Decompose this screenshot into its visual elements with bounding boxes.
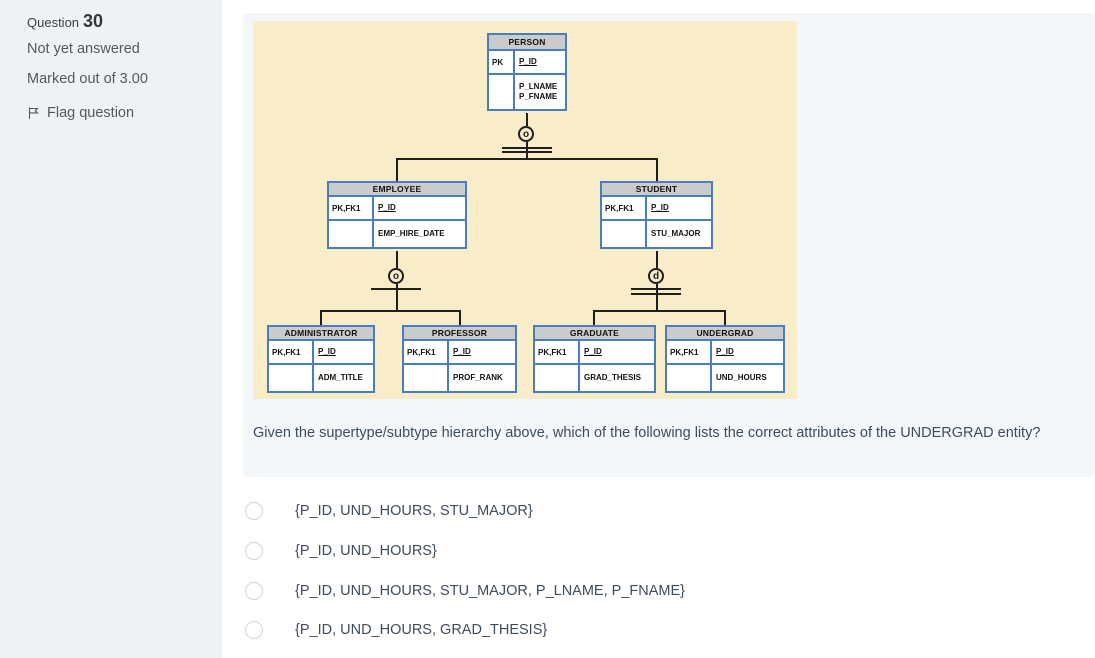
entity-student: STUDENT PK,FK1 P_ID STU_MAJOR bbox=[600, 181, 713, 249]
entity-person-pk: PK bbox=[489, 51, 515, 73]
entity-employee-key: P_ID bbox=[378, 203, 396, 212]
connector-line bbox=[320, 310, 322, 325]
entity-student-key: P_ID bbox=[651, 203, 669, 212]
entity-administrator-pk: PK,FK1 bbox=[269, 341, 314, 363]
flag-icon bbox=[28, 107, 39, 119]
connector-line bbox=[656, 158, 658, 181]
entity-employee: EMPLOYEE PK,FK1 P_ID EMP_HIRE_DATE bbox=[327, 181, 467, 249]
total-specialization-bar bbox=[502, 151, 552, 153]
overlap-symbol-person: o bbox=[518, 126, 534, 142]
question-text: Given the supertype/subtype hierarchy ab… bbox=[253, 425, 1041, 441]
overlap-symbol-employee: o bbox=[388, 268, 404, 284]
entity-professor-key: P_ID bbox=[453, 347, 471, 356]
connector-line bbox=[396, 158, 658, 160]
entity-administrator-title: ADMINISTRATOR bbox=[269, 327, 373, 341]
entity-person-key: P_ID bbox=[519, 57, 537, 66]
option-4-label[interactable]: {P_ID, UND_HOURS, GRAD_THESIS} bbox=[295, 621, 548, 638]
entity-undergrad-attr1: UND_HOURS bbox=[716, 373, 767, 382]
question-body: PERSON PK P_ID P_LNAME P_FNAME EMPLOYEE bbox=[243, 13, 1095, 477]
entity-professor-attr1: PROF_RANK bbox=[453, 373, 503, 382]
entity-undergrad: UNDERGRAD PK,FK1 P_ID UND_HOURS bbox=[665, 325, 785, 393]
question-status: Not yet answered bbox=[27, 41, 140, 57]
total-specialization-bar bbox=[502, 147, 552, 149]
entity-person-title: PERSON bbox=[489, 35, 565, 51]
option-2-label[interactable]: {P_ID, UND_HOURS} bbox=[295, 542, 437, 559]
question-label: Question bbox=[27, 15, 80, 30]
answer-option-4[interactable]: {P_ID, UND_HOURS, GRAD_THESIS} bbox=[245, 620, 547, 639]
flag-question-label: Flag question bbox=[47, 105, 135, 121]
entity-undergrad-title: UNDERGRAD bbox=[667, 327, 783, 341]
entity-employee-attr1: EMP_HIRE_DATE bbox=[378, 229, 445, 238]
option-1-radio[interactable] bbox=[245, 501, 263, 520]
entity-graduate-key: P_ID bbox=[584, 347, 602, 356]
answer-option-3[interactable]: {P_ID, UND_HOURS, STU_MAJOR, P_LNAME, P_… bbox=[245, 581, 685, 600]
entity-employee-pk: PK,FK1 bbox=[329, 197, 374, 219]
entity-professor-pk: PK,FK1 bbox=[404, 341, 449, 363]
entity-undergrad-key: P_ID bbox=[716, 347, 734, 356]
total-specialization-bar bbox=[631, 288, 681, 290]
option-1-label[interactable]: {P_ID, UND_HOURS, STU_MAJOR} bbox=[295, 502, 533, 519]
connector-line bbox=[656, 251, 658, 268]
entity-administrator-key: P_ID bbox=[318, 347, 336, 356]
entity-administrator-attr1: ADM_TITLE bbox=[318, 373, 363, 382]
option-2-radio[interactable] bbox=[245, 541, 263, 560]
option-4-radio[interactable] bbox=[245, 620, 263, 639]
connector-line bbox=[593, 310, 726, 312]
answer-option-2[interactable]: {P_ID, UND_HOURS} bbox=[245, 541, 437, 560]
entity-person-attr2: P_FNAME bbox=[519, 92, 558, 101]
entity-professor-title: PROFESSOR bbox=[404, 327, 515, 341]
entity-professor: PROFESSOR PK,FK1 P_ID PROF_RANK bbox=[402, 325, 517, 393]
disjoint-symbol-student: d bbox=[648, 268, 664, 284]
connector-line bbox=[526, 142, 528, 158]
total-specialization-bar bbox=[631, 293, 681, 295]
flag-question-link[interactable]: Flag question bbox=[27, 105, 134, 121]
entity-person-attr1: P_LNAME bbox=[519, 82, 558, 91]
entity-administrator: ADMINISTRATOR PK,FK1 P_ID ADM_TITLE bbox=[267, 325, 375, 393]
connector-line bbox=[656, 284, 658, 310]
connector-line bbox=[396, 284, 398, 310]
connector-line bbox=[320, 310, 461, 312]
partial-specialization-bar bbox=[371, 288, 421, 290]
entity-graduate: GRADUATE PK,FK1 P_ID GRAD_THESIS bbox=[533, 325, 656, 393]
connector-line bbox=[396, 158, 398, 181]
entity-graduate-title: GRADUATE bbox=[535, 327, 654, 341]
entity-graduate-attr1: GRAD_THESIS bbox=[584, 373, 641, 382]
entity-graduate-pk: PK,FK1 bbox=[535, 341, 580, 363]
answer-option-1[interactable]: {P_ID, UND_HOURS, STU_MAJOR} bbox=[245, 501, 533, 520]
entity-student-attr1: STU_MAJOR bbox=[651, 229, 701, 238]
entity-employee-title: EMPLOYEE bbox=[329, 183, 465, 197]
er-diagram: PERSON PK P_ID P_LNAME P_FNAME EMPLOYEE bbox=[253, 21, 797, 399]
question-marks: Marked out of 3.00 bbox=[27, 71, 148, 87]
connector-line bbox=[593, 310, 595, 325]
connector-line bbox=[459, 310, 461, 325]
entity-undergrad-pk: PK,FK1 bbox=[667, 341, 712, 363]
option-3-radio[interactable] bbox=[245, 581, 263, 600]
question-number: 30 bbox=[83, 11, 104, 31]
entity-person: PERSON PK P_ID P_LNAME P_FNAME bbox=[487, 33, 567, 111]
entity-student-pk: PK,FK1 bbox=[602, 197, 647, 219]
entity-student-title: STUDENT bbox=[602, 183, 711, 197]
option-3-label[interactable]: {P_ID, UND_HOURS, STU_MAJOR, P_LNAME, P_… bbox=[295, 582, 685, 599]
connector-line bbox=[396, 251, 398, 268]
connector-line bbox=[724, 310, 726, 325]
connector-line bbox=[526, 113, 528, 126]
